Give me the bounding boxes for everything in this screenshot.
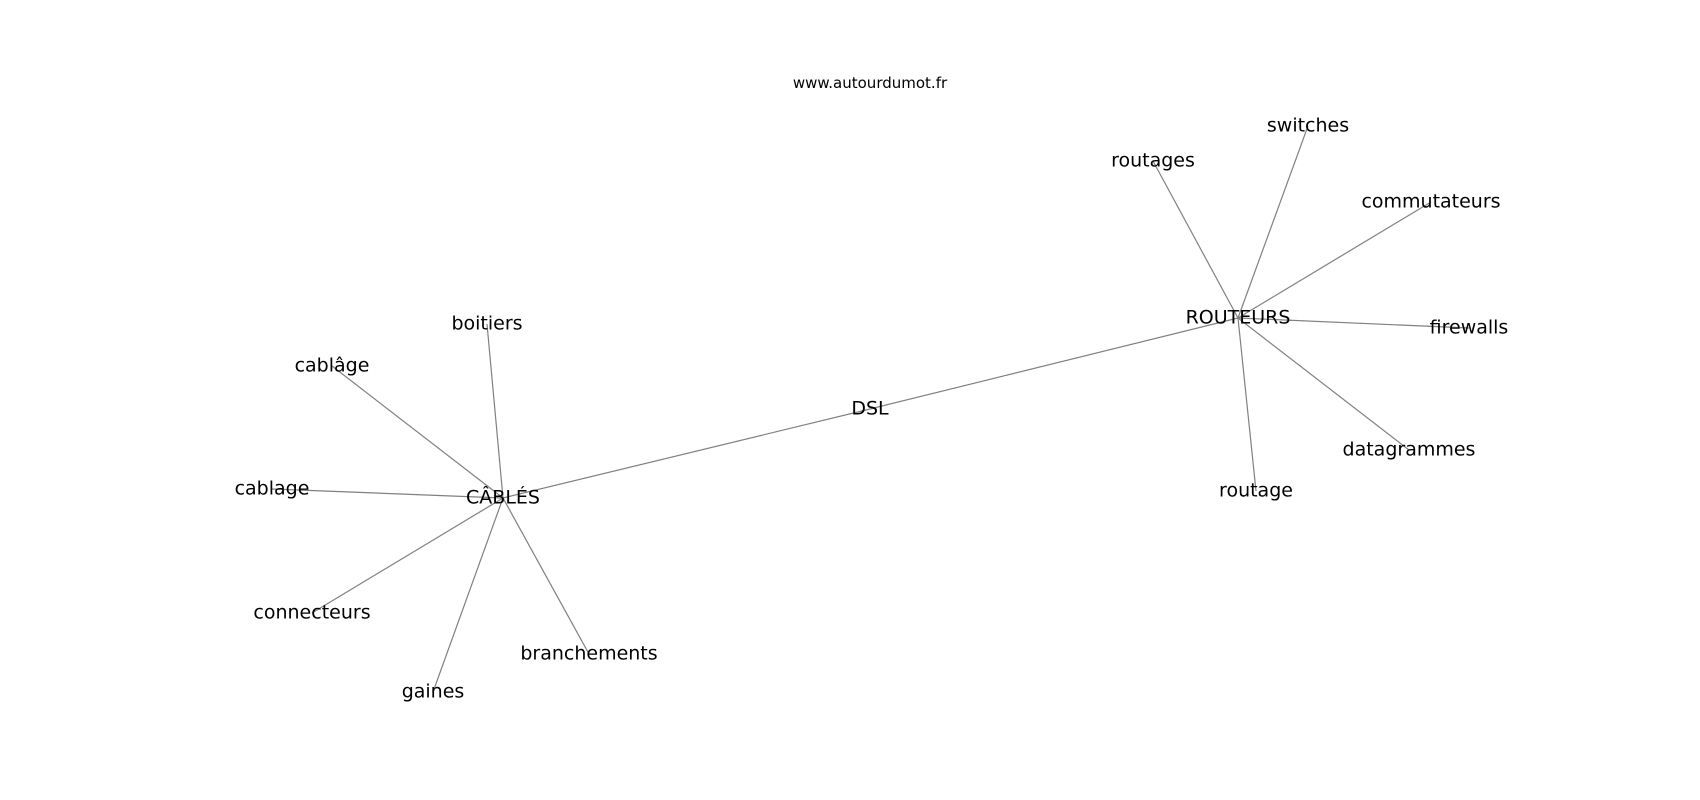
node-label-gaines: gaines xyxy=(402,681,465,703)
edge-routeurs-switches xyxy=(1237,125,1309,319)
edge-cables-dsl xyxy=(502,408,871,499)
node-label-cables: CÂBLÉS xyxy=(466,486,540,509)
node-label-cablage: cablage xyxy=(235,478,310,500)
edge-routeurs-firewalls xyxy=(1237,317,1470,329)
edge-routeurs-datagrammes xyxy=(1237,317,1410,451)
watermark-text: www.autourdumot.fr xyxy=(793,74,948,92)
graph-edges xyxy=(271,125,1470,693)
node-label-boitiers: boitiers xyxy=(451,313,522,335)
node-label-routage: routage xyxy=(1219,480,1293,502)
node-label-cablage_accent: cablâge xyxy=(295,355,370,377)
graph-nodes: DSL CÂBLÉS ROUTEURS boitiers cablâge cablage c… xyxy=(235,115,1509,703)
edge-routeurs-routage xyxy=(1237,317,1257,492)
node-label-dsl: DSL xyxy=(851,398,889,420)
edge-routeurs-commutateurs xyxy=(1237,201,1432,319)
edge-dsl-routeurs xyxy=(869,317,1239,410)
node-label-routeurs: ROUTEURS xyxy=(1186,307,1291,329)
edge-cables-branchements xyxy=(502,497,590,655)
edge-cables-gaines xyxy=(432,497,504,693)
node-label-connecteurs: connecteurs xyxy=(253,602,370,624)
edge-routeurs-routages xyxy=(1152,160,1239,319)
edge-cables-cablage_accent xyxy=(331,365,504,499)
node-label-switches: switches xyxy=(1267,115,1349,137)
edge-cables-boitiers xyxy=(486,323,504,499)
edge-cables-connecteurs xyxy=(311,497,504,614)
node-label-firewalls: firewalls xyxy=(1430,317,1509,339)
edge-cables-cablage xyxy=(271,488,504,499)
node-label-datagrammes: datagrammes xyxy=(1343,439,1476,461)
node-label-commutateurs: commutateurs xyxy=(1361,191,1500,213)
node-label-branchements: branchements xyxy=(520,643,657,665)
node-label-routages: routages xyxy=(1111,150,1195,172)
